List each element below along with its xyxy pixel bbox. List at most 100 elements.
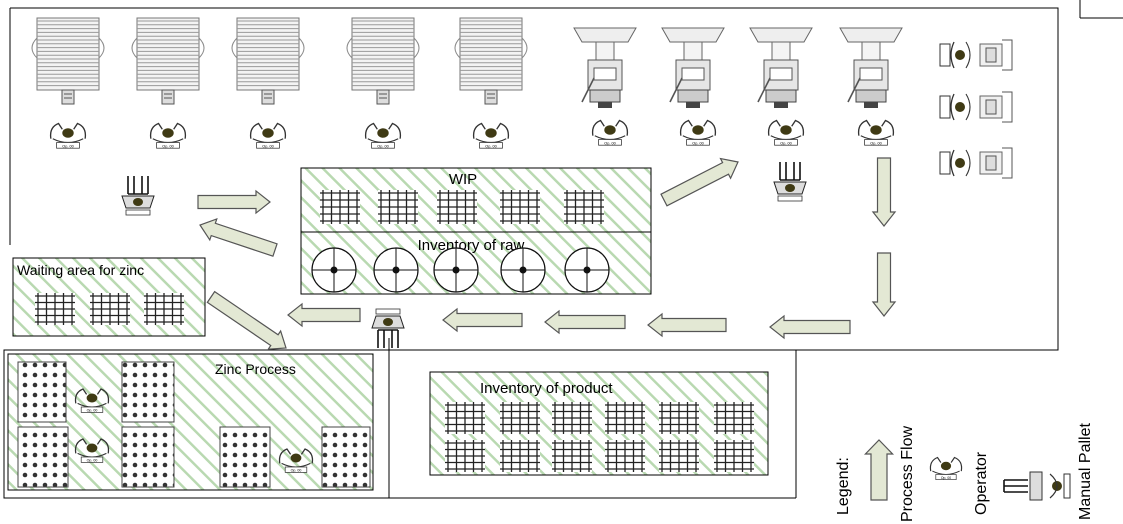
wip-label: WIP <box>449 171 477 188</box>
operator-icon: Op. 00 <box>49 122 87 149</box>
press-machine-icon <box>839 27 903 108</box>
operator-tag: Op. 00 <box>780 141 791 145</box>
process-flow-arrow <box>871 252 897 317</box>
raw-coil-icon <box>500 247 546 293</box>
process-arrows <box>197 157 897 350</box>
legend-process-flow-icon <box>863 439 895 501</box>
legend-manual-pallet-label: Manual Pallet <box>1077 423 1094 521</box>
operator-icon: Op. 00 <box>767 119 805 146</box>
pallet-stack-icon <box>659 440 699 472</box>
pallet-stack-icon <box>564 190 604 224</box>
pallet-stack-icon <box>445 402 485 434</box>
operator-tag: Op. 00 <box>604 141 615 145</box>
pallet-stack-icon <box>320 190 360 224</box>
process-flow-arrow <box>660 157 739 207</box>
process-flow-arrow <box>199 217 278 257</box>
legend-manual-pallet-icon <box>1003 471 1071 501</box>
radiator-machine-icon <box>454 17 528 105</box>
raw-coil-icon <box>433 247 479 293</box>
raw-coil-icon <box>373 247 419 293</box>
operator-tag: Op. 00 <box>162 144 173 148</box>
radiator-machine-icon <box>231 17 305 105</box>
zinc-tanks: Op. 00 Op. 00 Op. 00 <box>17 361 371 488</box>
pallet-stack-icon <box>552 440 592 472</box>
process-flow-arrow <box>863 439 895 501</box>
pallet-stack-icon <box>605 402 645 434</box>
layout-walls <box>3 0 1123 499</box>
waiting-label: Waiting area for zinc <box>17 262 144 278</box>
legend-process-flow-label: Process Flow <box>899 426 916 522</box>
operator-icon: Op. 00 <box>74 388 110 413</box>
pallet-stack-icon <box>500 190 540 224</box>
operator-tag: Op. 00 <box>692 141 703 145</box>
machine-row <box>31 17 1013 179</box>
operator-tag: Op. 00 <box>941 476 951 480</box>
raw-coils <box>311 247 610 293</box>
operator-tag: Op. 00 <box>291 469 302 473</box>
zinc-tank <box>17 426 69 488</box>
pallet-stack-icon <box>90 293 130 325</box>
product-label: Inventory of product <box>480 380 613 397</box>
zinc-label: Zinc Process <box>215 361 296 377</box>
manual-pallet-icon <box>773 162 807 202</box>
radiator-machine-icon <box>31 17 105 105</box>
press-machine-icon <box>661 27 725 108</box>
radiator-machine-icon <box>131 17 205 105</box>
operator-tag: Op. 00 <box>87 409 98 413</box>
side-station <box>939 39 1013 71</box>
pallet-stack-icon <box>714 440 754 472</box>
process-flow-arrow <box>442 307 523 333</box>
manual-pallet-icon <box>1003 471 1071 501</box>
operator-tag: Op. 00 <box>262 144 273 148</box>
side-station <box>939 91 1013 123</box>
operator-tag: Op. 00 <box>62 144 73 148</box>
pallet-stack-icon <box>378 190 418 224</box>
operators: Op. 00 Op. 00 Op. 00 Op. 00 Op. 00 Op. 00 Op. … <box>49 119 895 149</box>
side-station <box>939 147 1013 179</box>
operator-icon: Op. 00 <box>74 438 110 463</box>
pallet-stack-icon <box>659 402 699 434</box>
zinc-tank <box>121 426 175 488</box>
radiator-machine-icon <box>346 17 420 105</box>
process-flow-arrow <box>197 189 271 215</box>
zinc-building <box>3 349 390 499</box>
zinc-tank <box>321 426 371 488</box>
pallet-stack-icon <box>445 440 485 472</box>
pallet-stack-icon <box>605 440 645 472</box>
pallet-stacks <box>35 190 754 472</box>
process-flow-arrow <box>544 309 626 335</box>
operator-icon: Op. 00 <box>679 119 717 146</box>
legend-operator-label: Operator <box>973 451 990 515</box>
pallet-stack-icon <box>552 402 592 434</box>
process-flow-arrow <box>871 157 897 227</box>
operator-tag: Op. 00 <box>87 459 98 463</box>
pallet-stack-icon <box>437 190 477 224</box>
manual-pallets <box>121 162 807 348</box>
operator-icon: Op. 00 <box>149 122 187 149</box>
zinc-zone <box>7 353 374 491</box>
operator-tag: Op. 00 <box>870 141 881 145</box>
pallet-stack-icon <box>714 402 754 434</box>
legend-operator-icon: Op. 00 <box>929 456 963 480</box>
product-building <box>389 349 797 498</box>
process-flow-arrow <box>287 302 361 328</box>
process-flow-arrow <box>647 312 727 338</box>
raw-coil-icon <box>311 247 357 293</box>
operator-icon: Op. 00 <box>591 119 629 146</box>
zinc-tank <box>17 361 67 423</box>
legend: Legend: Process Flow Op. 00 Operator Man… <box>835 423 1094 523</box>
operator-icon: Op. 00 <box>278 448 314 473</box>
operator-tag: Op. 00 <box>377 144 388 148</box>
pallet-stack-icon <box>35 293 75 325</box>
operator-icon: Op. 00 <box>364 122 402 149</box>
pallet-stack-icon <box>144 293 184 325</box>
process-flow-arrow <box>206 290 287 350</box>
pallet-stack-icon <box>500 440 540 472</box>
process-flow-arrow <box>769 314 851 340</box>
product-zone <box>429 371 769 476</box>
press-machine-icon <box>749 27 813 108</box>
pallet-stack-icon <box>500 402 540 434</box>
raw-label: Inventory of raw <box>418 237 525 254</box>
raw-coil-icon <box>564 247 610 293</box>
zinc-tank <box>219 426 271 488</box>
